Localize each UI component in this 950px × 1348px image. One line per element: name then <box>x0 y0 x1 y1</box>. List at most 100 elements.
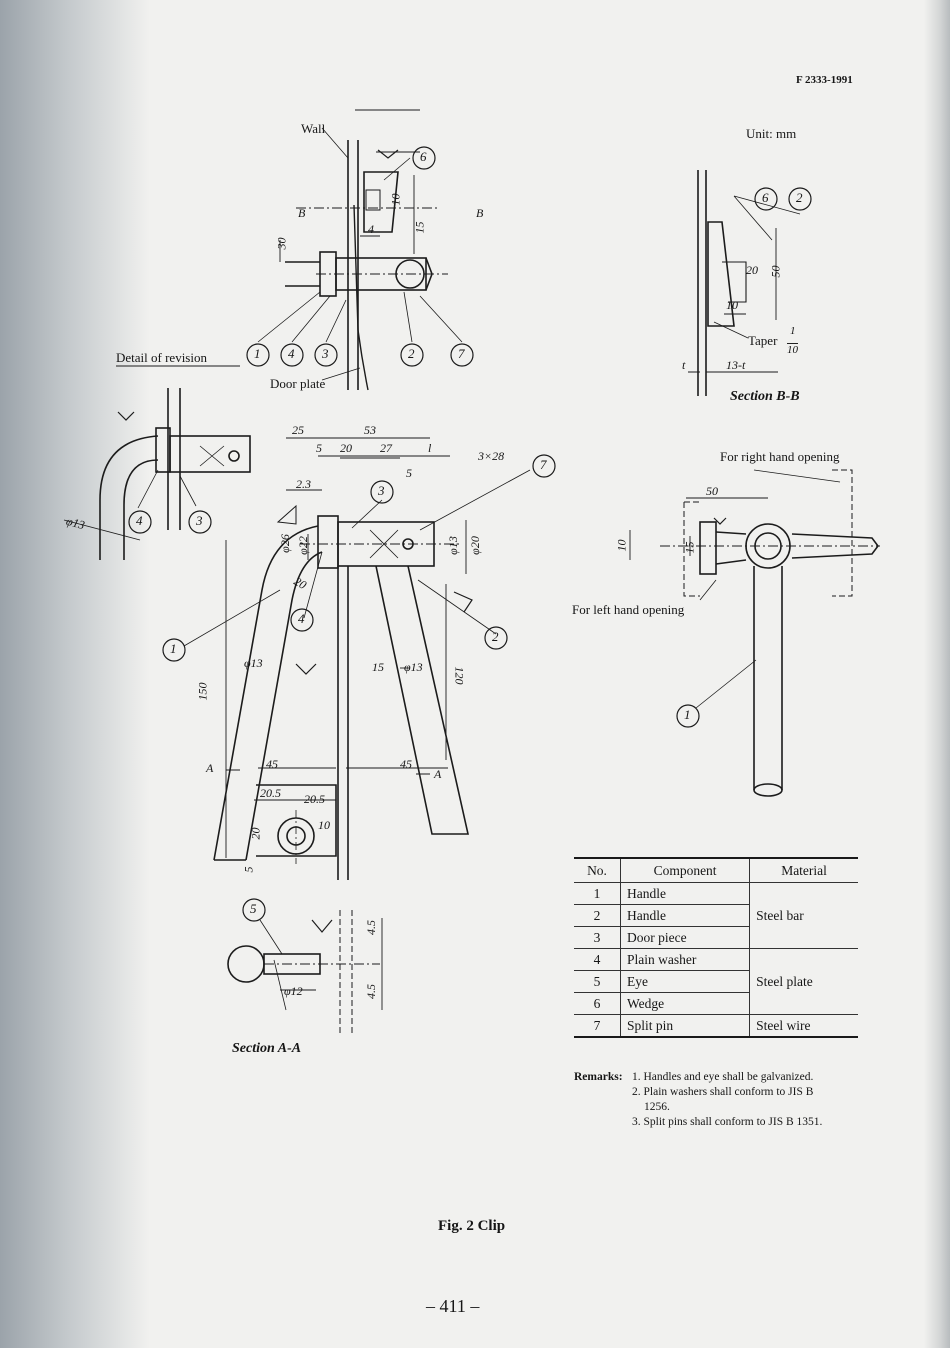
dim-5: 5 <box>316 441 322 455</box>
dim-10: 10 <box>388 193 403 206</box>
dim-dia-12: φ12 <box>284 984 303 998</box>
detail-of-revision-view <box>63 365 251 560</box>
balloon-5: 5 <box>250 901 257 916</box>
dim-2-3: 2.3 <box>296 477 311 491</box>
wall-label: Wall <box>301 121 326 136</box>
table-row: 7 Split pin Steel wire <box>574 1014 858 1038</box>
dim-dia-13-handle: φ13 <box>244 656 263 670</box>
dim-dia-13-handle2: φ13 <box>404 660 423 674</box>
balloon-4: 4 <box>288 346 295 361</box>
dim-t-bb: t <box>682 358 686 372</box>
dim-20-5-right: 20.5 <box>304 792 325 806</box>
section-mark-b-left: B <box>298 206 306 220</box>
dim-3x28: 3×28 <box>478 449 505 463</box>
balloon-4: 4 <box>298 611 305 626</box>
part-component: Handle <box>619 904 750 927</box>
page-edge-shadow <box>924 0 950 1348</box>
dim-10-bb: 10 <box>726 298 738 312</box>
dim-5-eye: 5 <box>241 866 256 873</box>
dim-dia-13: φ13 <box>445 536 460 555</box>
balloon-6: 6 <box>420 149 427 164</box>
dim-dia-26: φ26 <box>277 534 292 553</box>
balloon-2: 2 <box>408 346 415 361</box>
dim-10-eye: 10 <box>318 818 330 832</box>
balloon-7: 7 <box>540 457 547 472</box>
remark-item: 1. Handles and eye shall be galvanized. <box>632 1071 814 1083</box>
part-component: Split pin <box>619 1014 751 1038</box>
dim-30: 30 <box>274 237 289 250</box>
dim-4: 4 <box>368 222 374 236</box>
table-header-no: No. <box>574 857 621 883</box>
top-view <box>257 109 463 391</box>
figure-caption: Fig. 2 Clip <box>438 1218 506 1234</box>
dim-10-side: 10 <box>614 539 629 552</box>
balloon-4: 4 <box>136 513 143 528</box>
left-hand-opening-label: For left hand opening <box>572 602 685 617</box>
section-mark-a-left: A <box>206 761 214 775</box>
section-bb-view <box>688 170 801 396</box>
parts-list-table: No. Component Material 1 Handle Steel ba… <box>574 857 858 1038</box>
table-header-material: Material <box>749 857 858 883</box>
dim-15: 15 <box>412 221 427 234</box>
dim-20-eye: 20 <box>248 827 263 840</box>
dim-4-5-bottom: 4.5 <box>364 984 378 999</box>
dim-50-bb: 50 <box>768 265 783 278</box>
part-balloons <box>128 146 812 922</box>
taper-label: Taper <box>748 333 778 348</box>
dim-dia-20: φ20 <box>467 536 482 555</box>
part-component: Eye <box>619 970 750 993</box>
taper-numerator: 1 <box>790 325 796 337</box>
remarks-block: Remarks: 1. Handles and eye shall be gal… <box>574 1070 822 1128</box>
door-plate-label: Door plate <box>270 376 326 391</box>
balloon-3: 3 <box>378 483 385 498</box>
part-no: 4 <box>574 948 621 971</box>
table-row: 5 Eye <box>574 970 858 993</box>
part-no: 3 <box>574 926 621 949</box>
balloon-1: 1 <box>684 707 691 722</box>
balloon-2: 2 <box>492 629 499 644</box>
balloon-2: 2 <box>796 190 803 205</box>
balloon-1: 1 <box>170 641 177 656</box>
part-no: 1 <box>574 882 621 905</box>
remark-item: 3. Split pins shall conform to JIS B 135… <box>632 1116 823 1128</box>
section-bb-label: Section B-B <box>730 389 800 404</box>
dim-20: 20 <box>340 441 352 455</box>
dim-5-right: 5 <box>406 466 412 480</box>
dim-dia-22: φ22 <box>295 536 310 555</box>
page-gutter-shadow <box>0 0 150 1348</box>
hand-opening-view <box>629 469 880 797</box>
section-aa-view <box>227 910 383 1034</box>
remarks-label: Remarks: <box>574 1071 623 1083</box>
table-row: 6 Wedge <box>574 992 858 1015</box>
remark-item: 2. Plain washers shall conform to JIS B <box>632 1086 814 1098</box>
balloon-3: 3 <box>322 346 329 361</box>
part-no: 7 <box>574 1014 621 1038</box>
section-mark-a-right: A <box>434 767 442 781</box>
part-no: 2 <box>574 904 621 927</box>
dim-4-5-top: 4.5 <box>364 920 378 935</box>
dim-50-side: 50 <box>706 484 718 498</box>
main-elevation-view <box>183 437 531 880</box>
balloon-3: 3 <box>196 513 203 528</box>
dim-25: 25 <box>292 423 304 437</box>
part-no: 5 <box>574 970 621 993</box>
right-hand-opening-label: For right hand opening <box>720 449 840 464</box>
remark-item: 1256. <box>644 1101 670 1113</box>
dim-l: l <box>428 441 432 455</box>
balloon-6: 6 <box>762 190 769 205</box>
part-no: 6 <box>574 992 621 1015</box>
dim-20-bb: 20 <box>746 263 758 277</box>
section-mark-b-right: B <box>476 206 484 220</box>
part-component: Door piece <box>619 926 750 949</box>
dim-150: 150 <box>195 682 210 701</box>
part-material: Steel wire <box>749 1014 858 1038</box>
table-row: 4 Plain washer Steel plate <box>574 948 858 1015</box>
part-material: Steel plate <box>749 948 858 1015</box>
taper-denominator: 10 <box>787 343 798 356</box>
section-aa-label: Section A-A <box>232 1041 302 1056</box>
dim-27: 27 <box>380 441 392 455</box>
dim-13-t-bb: 13-t <box>726 358 746 372</box>
balloon-7: 7 <box>458 346 465 361</box>
detail-of-revision-label: Detail of revision <box>116 350 207 365</box>
